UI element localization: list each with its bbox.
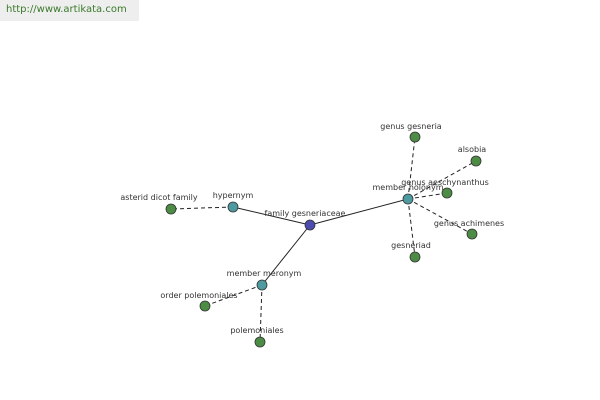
edge-center-to-member-holonym [309, 198, 409, 226]
node-label-genus-gesneria[interactable]: genus gesneria [380, 122, 442, 131]
node-order-polemoniales[interactable]: order polemoniales [160, 291, 238, 312]
node-alsobia[interactable]: alsobia [458, 145, 486, 167]
node-asterid-dicot-family[interactable]: asterid dicot family [120, 193, 198, 215]
edges-layer [170, 136, 477, 343]
node-label-hypernym[interactable]: hypernym [213, 191, 254, 200]
node-member-meronym[interactable]: member meronym [227, 269, 302, 291]
edge-center-to-member-meronym [261, 224, 311, 286]
edge-member-meronym-to-order-polemoniales [204, 284, 263, 307]
node-member-holonym[interactable]: member holonym [372, 183, 444, 205]
source-url[interactable]: http://www.artikata.com [0, 0, 139, 21]
node-label-genus-aeschynanthus[interactable]: genus aeschynanthus [401, 178, 489, 187]
edge-member-holonym-to-genus-aeschynanthus [407, 192, 448, 200]
node-label-member-meronym[interactable]: member meronym [227, 269, 302, 278]
edge-member-holonym-to-genus-achimenes [407, 198, 473, 235]
edge-member-holonym-to-alsobia [407, 160, 477, 200]
nodes-layer: family gesneriaceae hypernym member holony… [120, 122, 504, 348]
node-gesneriad[interactable]: gesneriad [391, 241, 431, 263]
node-genus-achimenes[interactable]: genus achimenes [434, 219, 504, 240]
node-label-order-polemoniales[interactable]: order polemoniales [160, 291, 237, 300]
node-circle-order-polemoniales[interactable] [199, 300, 211, 312]
node-circle-genus-achimenes[interactable] [466, 228, 478, 240]
node-circle-center[interactable] [304, 219, 316, 231]
edge-member-holonym-to-gesneriad [407, 198, 416, 258]
node-polemoniales[interactable]: polemoniales [230, 326, 284, 348]
node-label-center[interactable]: family gesneriaceae [265, 209, 346, 218]
edge-center-to-hypernym [232, 206, 311, 226]
node-circle-polemoniales[interactable] [254, 336, 266, 348]
edge-hypernym-to-asterid-dicot-family [170, 206, 234, 210]
node-circle-hypernym[interactable] [227, 201, 239, 213]
node-label-member-holonym[interactable]: member holonym [372, 183, 443, 192]
node-label-gesneriad[interactable]: gesneriad [391, 241, 431, 250]
node-hypernym[interactable]: hypernym [213, 191, 254, 213]
node-circle-alsobia[interactable] [470, 155, 482, 167]
edge-member-meronym-to-polemoniales [259, 284, 263, 343]
node-center[interactable]: family gesneriaceae [265, 209, 346, 231]
node-label-alsobia[interactable]: alsobia [458, 145, 486, 154]
node-circle-member-holonym[interactable] [402, 193, 414, 205]
node-circle-genus-gesneria[interactable] [409, 131, 421, 143]
edge-member-holonym-to-genus-gesneria [407, 136, 416, 200]
node-label-asterid-dicot-family[interactable]: asterid dicot family [120, 193, 197, 202]
node-circle-member-meronym[interactable] [256, 279, 268, 291]
node-genus-aeschynanthus[interactable]: genus aeschynanthus [401, 178, 489, 199]
node-label-polemoniales[interactable]: polemoniales [230, 326, 283, 335]
node-label-genus-achimenes[interactable]: genus achimenes [434, 219, 504, 228]
node-circle-gesneriad[interactable] [409, 251, 421, 263]
node-circle-genus-aeschynanthus[interactable] [441, 187, 453, 199]
node-genus-gesneria[interactable]: genus gesneria [380, 122, 442, 143]
node-circle-asterid-dicot-family[interactable] [165, 203, 177, 215]
